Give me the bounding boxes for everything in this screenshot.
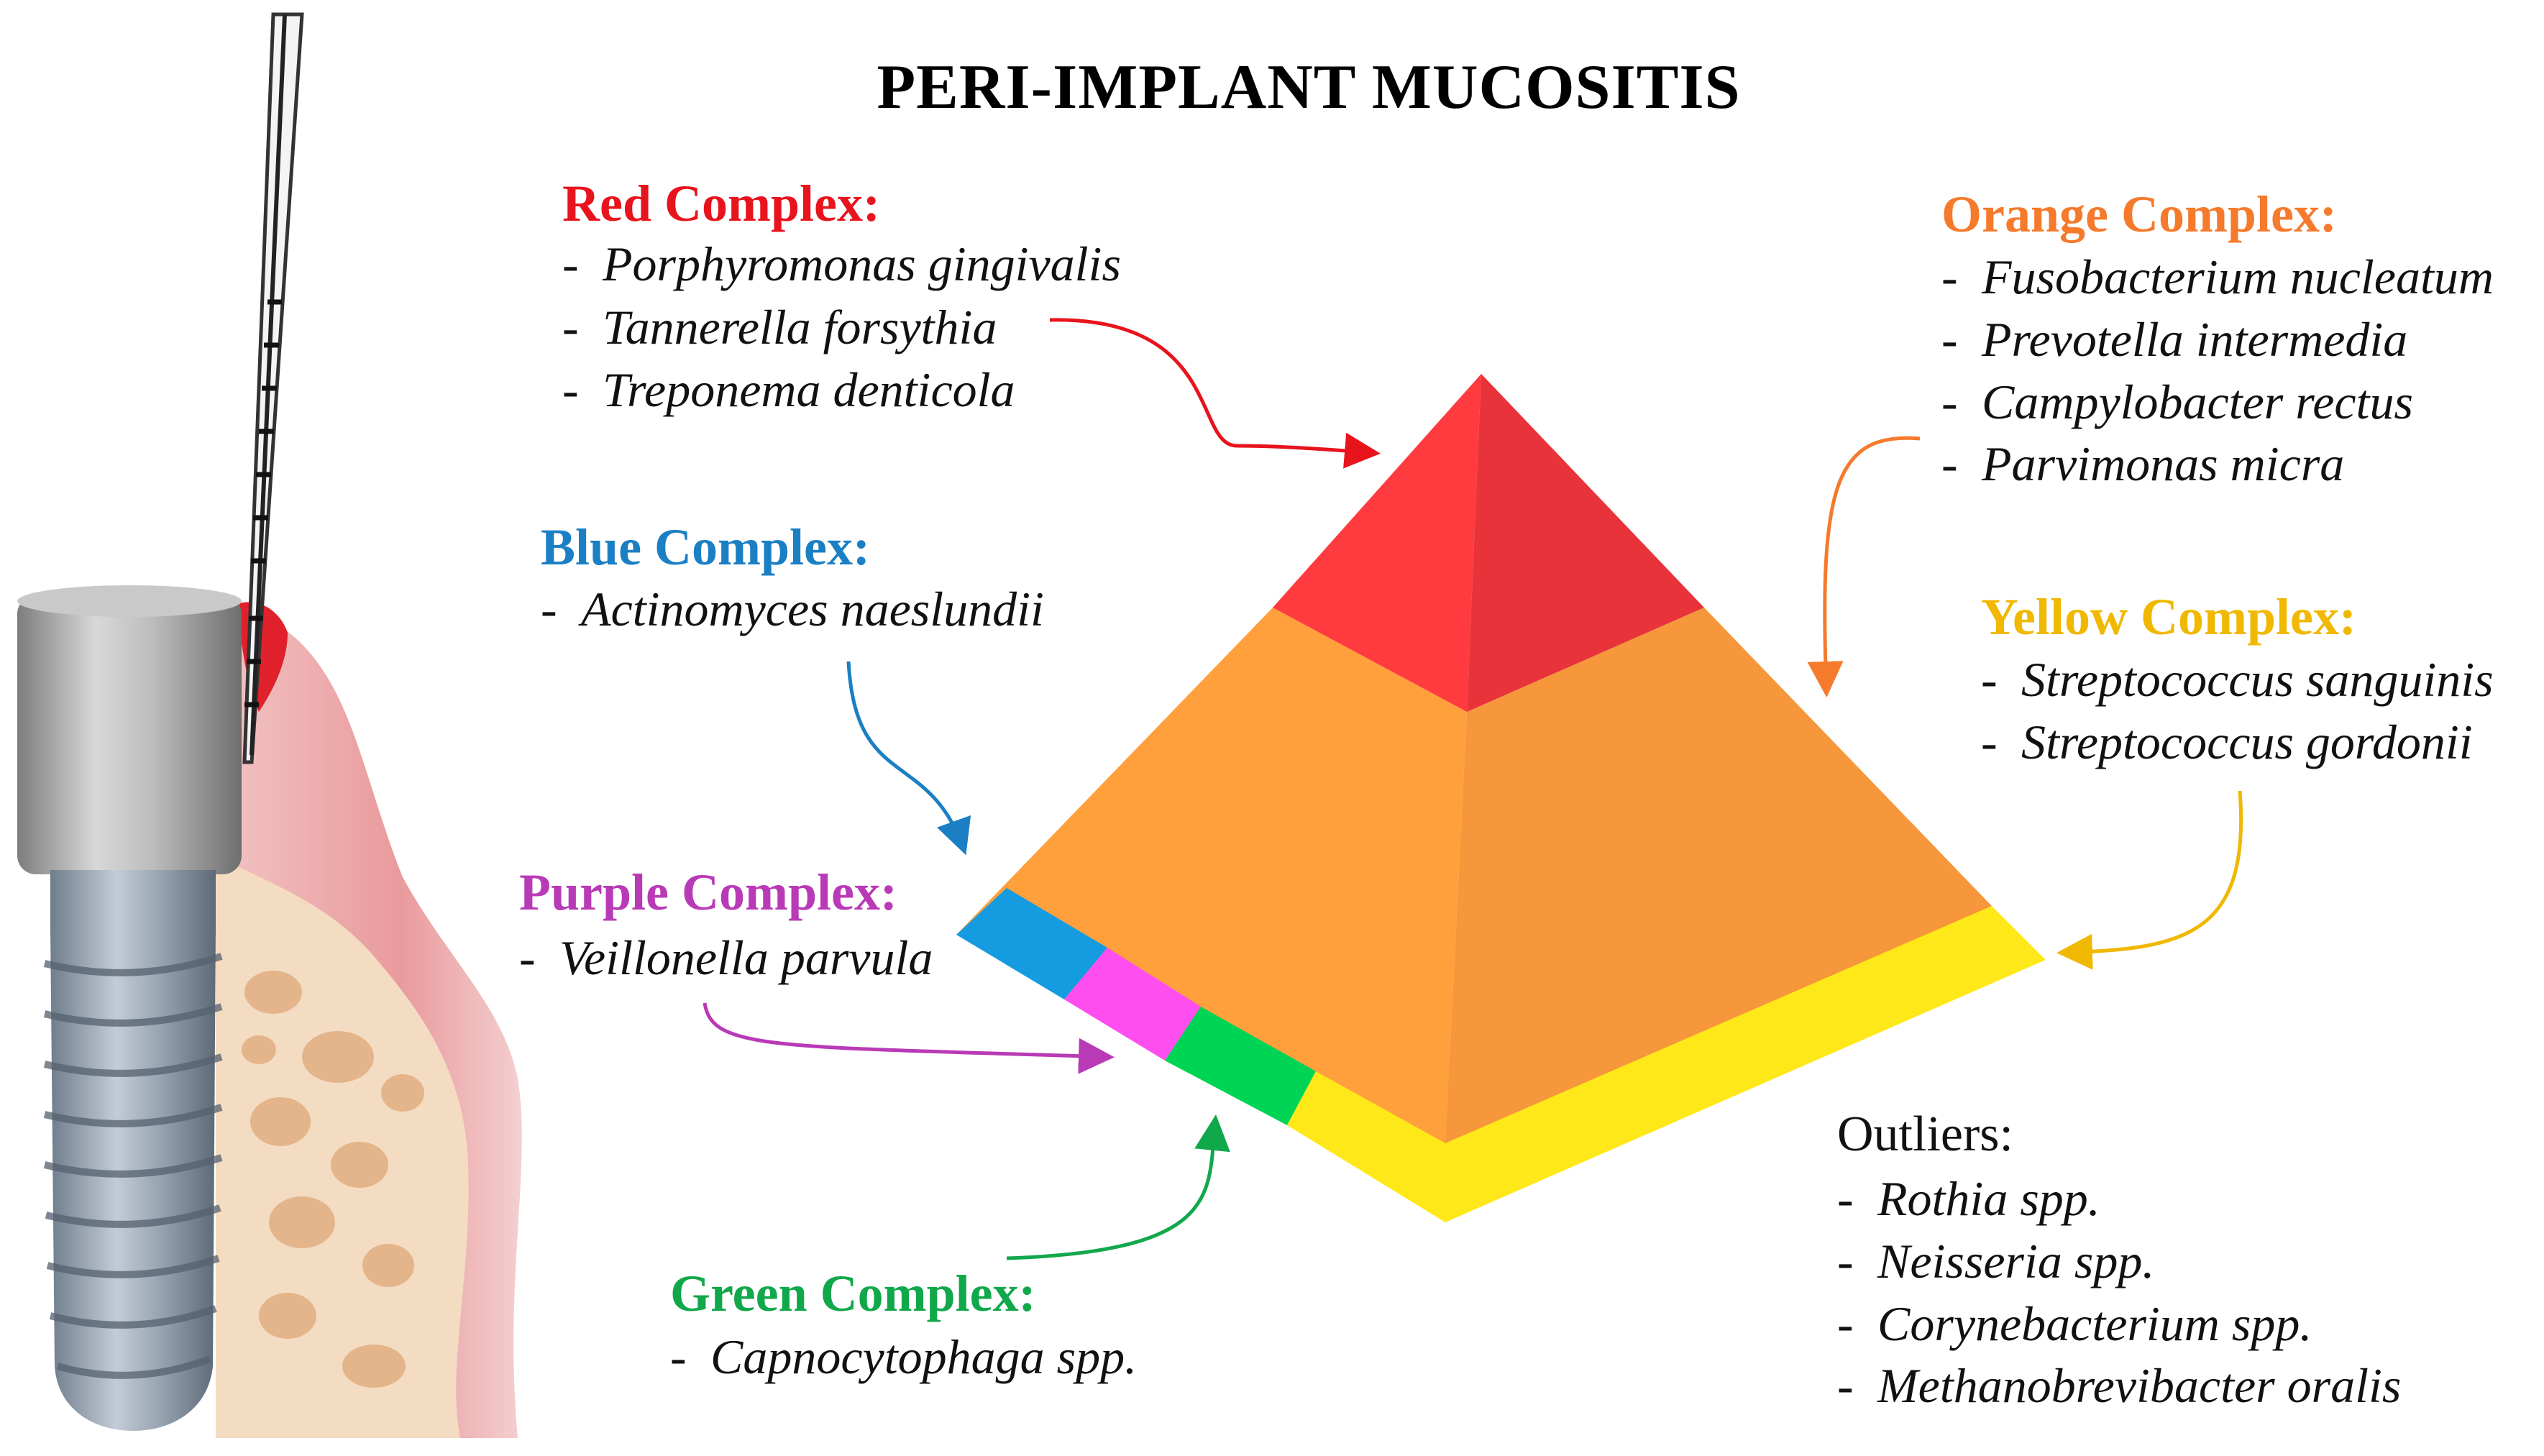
pyramid-purple-tier <box>1064 948 1201 1061</box>
yellow-item-2: Streptococcus gordonii <box>2021 715 2473 769</box>
blue-arrow <box>846 661 971 856</box>
outliers-item-dash: - <box>1837 1358 1854 1413</box>
green-item-dash: - <box>670 1329 687 1384</box>
orange-item-2: Prevotella intermedia <box>1981 312 2407 367</box>
purple-item-1: Veillonella parvula <box>559 930 933 985</box>
pyramid-orange-tier-right <box>1445 608 1992 1143</box>
orange-item-1: Fusobacterium nucleatum <box>1981 249 2494 304</box>
purple-complex-block: Purple Complex: - Veillonella parvula <box>519 864 933 985</box>
blue-complex-heading: Blue Complex: <box>541 518 870 576</box>
blue-item-1: Actinomyces naeslundii <box>578 582 1044 636</box>
orange-item-3: Campylobacter rectus <box>1982 375 2413 429</box>
orange-arrow <box>1807 436 1921 697</box>
red-arrow <box>1049 318 1381 469</box>
blue-item-dash: - <box>541 582 557 636</box>
pyramid-yellow-tier-left <box>1287 1071 1445 1222</box>
blue-complex-block: Blue Complex: - Actinomyces naeslundii <box>541 518 1044 636</box>
outliers-item-dash: - <box>1837 1296 1854 1351</box>
dental-implant-icon <box>17 585 522 1438</box>
purple-arrow <box>703 1002 1115 1074</box>
red-item-3: Treponema denticola <box>603 362 1015 417</box>
outliers-item-1: Rothia spp. <box>1877 1171 2100 1226</box>
orange-item-dash: - <box>1941 436 1958 491</box>
implant-abutment <box>17 595 242 874</box>
yellow-item-dash: - <box>1981 715 1998 769</box>
pyramid-blue-tier <box>956 888 1107 999</box>
purple-complex-heading: Purple Complex: <box>519 864 897 921</box>
green-complex-block: Green Complex: - Capnocytophaga spp. <box>670 1265 1137 1384</box>
green-arrow <box>1006 1114 1230 1260</box>
orange-complex-block: Orange Complex: - Fusobacterium nucleatu… <box>1941 186 2494 491</box>
orange-item-4: Parvimonas micra <box>1981 436 2344 491</box>
orange-complex-heading: Orange Complex: <box>1941 186 2337 243</box>
yellow-item-dash: - <box>1981 652 1998 707</box>
yellow-complex-heading: Yellow Complex: <box>1981 588 2356 646</box>
green-item-1: Capnocytophaga spp. <box>710 1329 1137 1384</box>
red-item-dash: - <box>562 300 579 354</box>
yellow-complex-block: Yellow Complex: - Streptococcus sanguini… <box>1981 588 2494 769</box>
pyramid-orange-tier-left <box>956 608 1467 1143</box>
implant-threads <box>43 953 223 1379</box>
yellow-arrow <box>2056 790 2243 970</box>
outliers-item-4: Methanobrevibacter oralis <box>1877 1358 2401 1413</box>
orange-item-dash: - <box>1941 375 1958 429</box>
pyramid-red-tier-right <box>1467 374 1704 712</box>
periodontal-probe-icon <box>242 12 304 764</box>
outliers-item-dash: - <box>1837 1234 1854 1288</box>
outliers-item-dash: - <box>1837 1171 1854 1226</box>
page-title: PERI-IMPLANT MUCOSITIS <box>877 52 1740 122</box>
green-complex-heading: Green Complex: <box>670 1265 1036 1322</box>
red-complex-heading: Red Complex: <box>562 175 880 232</box>
pyramid-green-tier <box>1165 1007 1316 1125</box>
red-complex-block: Red Complex: - Porphyromonas gingivalis … <box>562 175 1121 417</box>
red-item-2: Tannerella forsythia <box>603 300 997 354</box>
orange-item-dash: - <box>1941 312 1958 367</box>
pyramid <box>956 374 2046 1222</box>
outliers-heading: Outliers: <box>1837 1107 2013 1162</box>
red-item-1: Porphyromonas gingivalis <box>602 237 1121 291</box>
bone-pores <box>242 971 424 1388</box>
orange-item-dash: - <box>1941 249 1958 304</box>
purple-item-dash: - <box>519 930 536 985</box>
outliers-item-2: Neisseria spp. <box>1877 1234 2154 1288</box>
red-item-dash: - <box>562 362 579 417</box>
outliers-item-3: Corynebacterium spp. <box>1877 1296 2312 1351</box>
implant-screw <box>50 928 216 1431</box>
pyramid-red-tier-left <box>1273 374 1481 712</box>
yellow-item-1: Streptococcus sanguinis <box>2021 652 2494 707</box>
red-item-dash: - <box>562 237 579 291</box>
outliers-block: Outliers: - Rothia spp. - Neisseria spp.… <box>1837 1107 2401 1413</box>
pyramid-yellow-tier <box>1316 906 2046 1222</box>
